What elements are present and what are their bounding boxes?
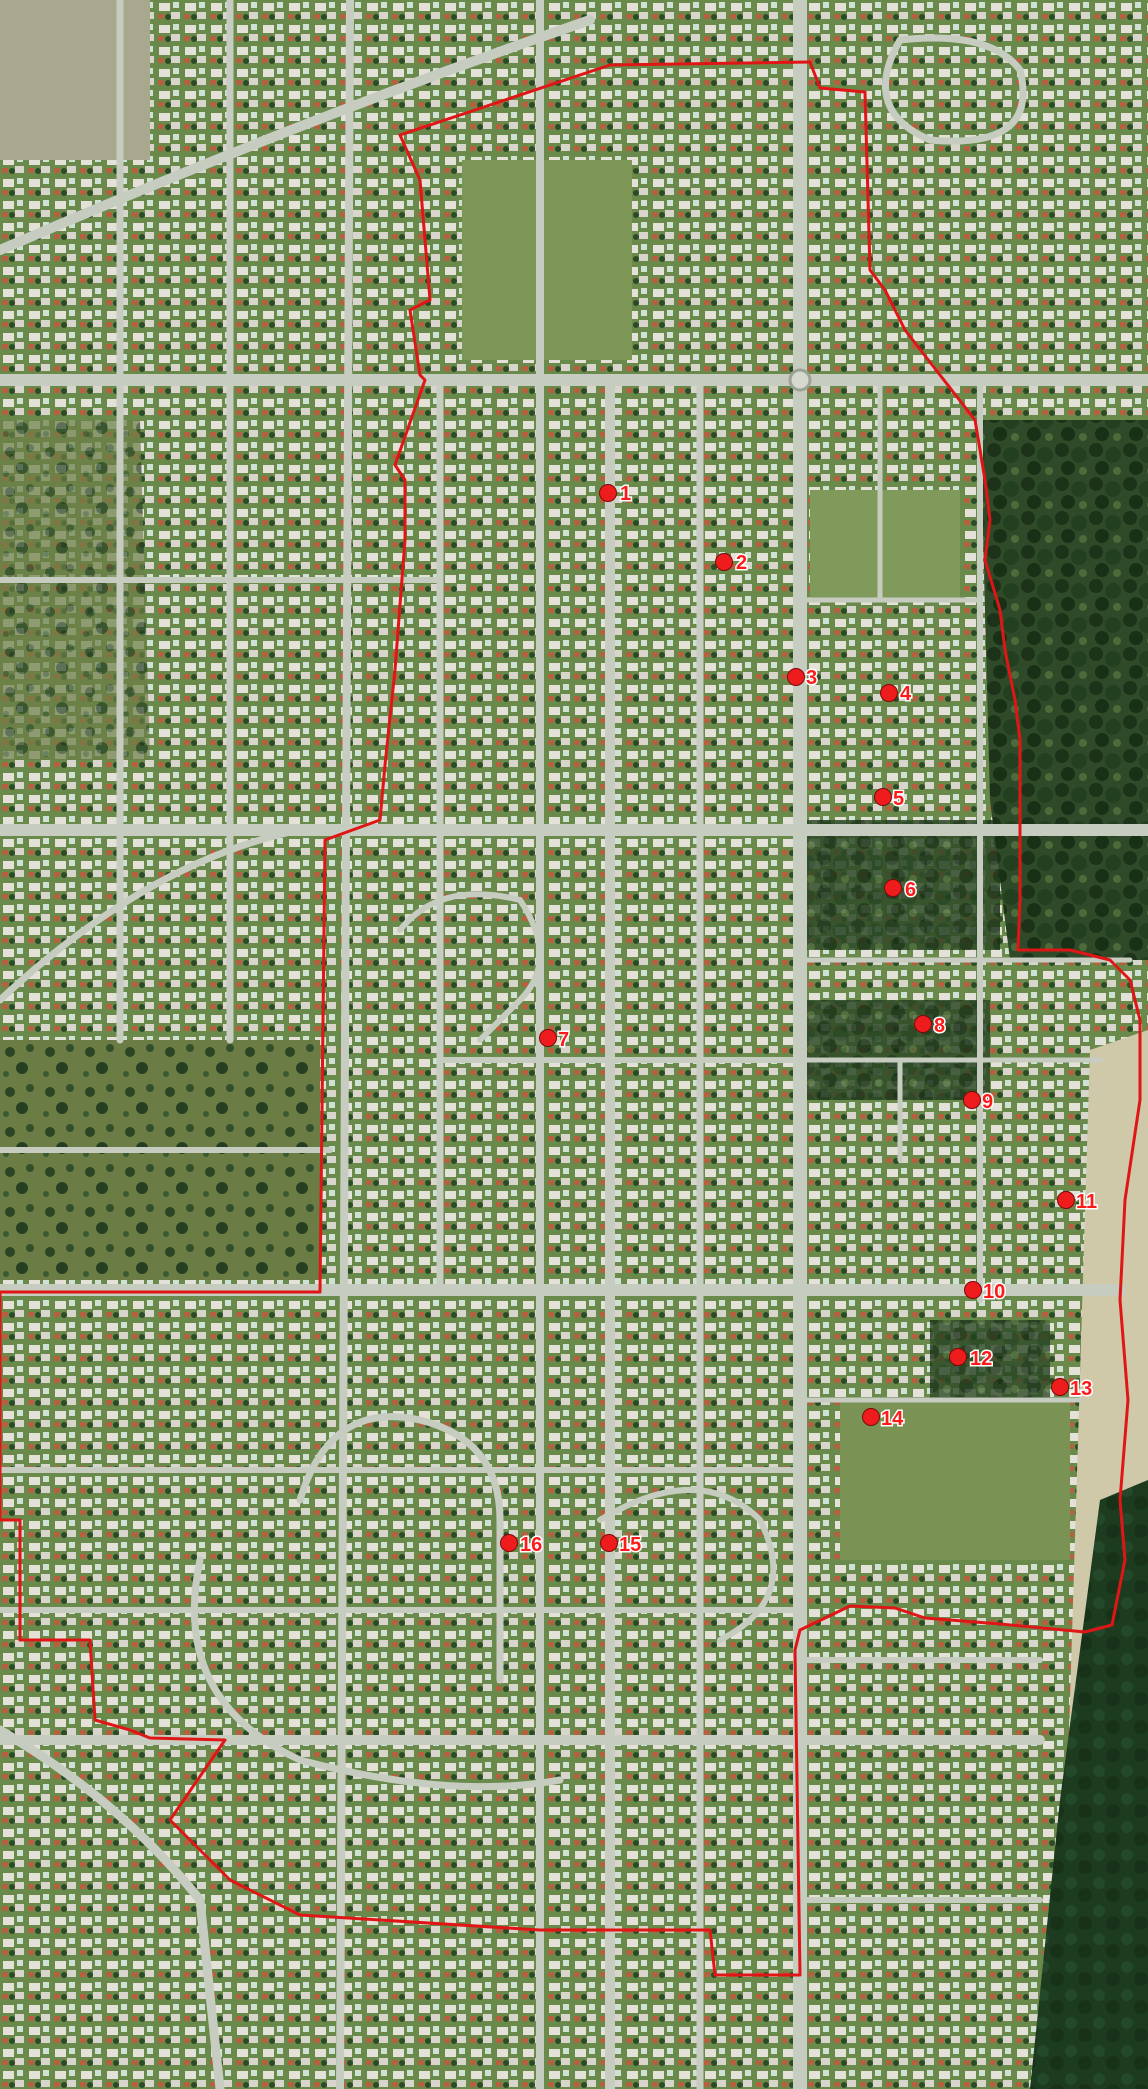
marker-6-label: 6 bbox=[905, 879, 916, 901]
marker-6[interactable]: 6 bbox=[884, 878, 918, 903]
study-area-boundary bbox=[0, 60, 1142, 1977]
marker-16-dot bbox=[500, 1534, 518, 1552]
woodland-west-area bbox=[0, 420, 150, 760]
marker-11[interactable]: 11 bbox=[1057, 1190, 1099, 1215]
marker-5-label: 5 bbox=[893, 788, 904, 810]
marker-7[interactable]: 7 bbox=[539, 1028, 571, 1053]
marker-11-label: 11 bbox=[1076, 1191, 1097, 1213]
woodland-park-area bbox=[0, 1040, 320, 1280]
marker-10-dot bbox=[964, 1281, 982, 1299]
bushland-strip-area bbox=[805, 820, 1000, 950]
marker-4-dot bbox=[880, 684, 898, 702]
marker-13[interactable]: 13 bbox=[1051, 1377, 1094, 1402]
marker-12-dot bbox=[949, 1348, 967, 1366]
marker-16[interactable]: 16 bbox=[500, 1533, 544, 1558]
marker-1-label: 1 bbox=[620, 483, 631, 505]
marker-10-label: 10 bbox=[983, 1281, 1005, 1303]
marker-13-label: 13 bbox=[1070, 1378, 1092, 1400]
roundabout bbox=[788, 368, 812, 392]
marker-8-dot bbox=[914, 1015, 932, 1033]
coastal-forest bbox=[1030, 1480, 1148, 2089]
marker-4-label: 4 bbox=[900, 683, 912, 705]
marker-1-dot bbox=[599, 484, 617, 502]
open-paddock bbox=[840, 1400, 1070, 1560]
marker-8-label: 8 bbox=[934, 1015, 945, 1037]
marker-15-label: 15 bbox=[619, 1534, 641, 1556]
marker-6-dot bbox=[884, 879, 902, 897]
marker-9-label: 9 bbox=[982, 1091, 993, 1113]
marker-3-dot bbox=[787, 668, 805, 686]
marker-12-label: 12 bbox=[970, 1348, 992, 1370]
sports-field bbox=[810, 490, 960, 600]
marker-3-label: 3 bbox=[806, 667, 817, 689]
marker-11-dot bbox=[1057, 1191, 1075, 1209]
marker-1[interactable]: 1 bbox=[599, 482, 633, 507]
marker-14-dot bbox=[862, 1408, 880, 1426]
marker-8[interactable]: 8 bbox=[914, 1014, 947, 1039]
bushland-south-area bbox=[930, 1320, 1050, 1420]
eastern-bushland-area bbox=[980, 420, 1148, 960]
marker-14[interactable]: 14 bbox=[862, 1407, 906, 1432]
marker-7-label: 7 bbox=[558, 1029, 569, 1051]
marker-15[interactable]: 15 bbox=[600, 1533, 643, 1558]
industrial-lot bbox=[0, 0, 150, 160]
marker-2-dot bbox=[715, 553, 733, 571]
marker-3[interactable]: 3 bbox=[787, 666, 819, 691]
marker-12[interactable]: 12 bbox=[949, 1347, 994, 1372]
bushland-patch-area bbox=[805, 1000, 990, 1100]
marker-9-dot bbox=[963, 1091, 981, 1109]
school-field bbox=[462, 160, 632, 360]
marker-14-label: 14 bbox=[881, 1408, 904, 1430]
marker-16-label: 16 bbox=[520, 1534, 542, 1556]
marker-4[interactable]: 4 bbox=[880, 682, 914, 707]
marker-5-dot bbox=[874, 788, 892, 806]
marker-5[interactable]: 5 bbox=[874, 787, 906, 812]
marker-15-dot bbox=[600, 1534, 618, 1552]
marker-2[interactable]: 2 bbox=[715, 551, 749, 576]
marker-10[interactable]: 10 bbox=[964, 1280, 1007, 1305]
marker-13-dot bbox=[1051, 1378, 1069, 1396]
marker-2-label: 2 bbox=[736, 552, 747, 574]
marker-7-dot bbox=[539, 1029, 557, 1047]
marker-9[interactable]: 9 bbox=[963, 1090, 995, 1115]
